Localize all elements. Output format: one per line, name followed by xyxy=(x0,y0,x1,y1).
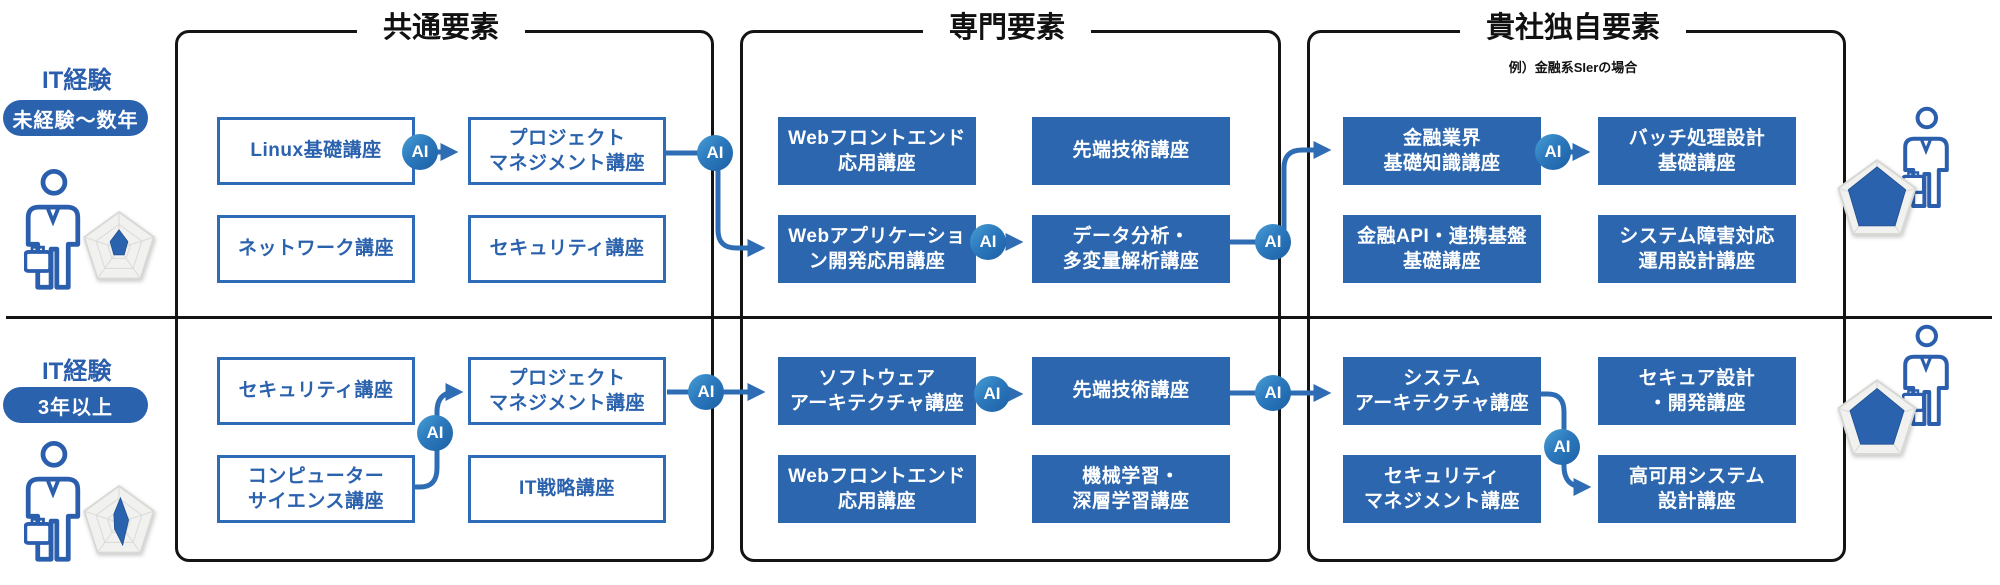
experience-label-experienced: IT経験 xyxy=(42,358,112,385)
ai-badge: AI xyxy=(402,134,438,170)
section-title-company: 貴社独自要素 例）金融系SIerの場合 xyxy=(1459,0,1687,76)
course-box: 高可用システム 設計講座 xyxy=(1598,455,1796,523)
skill-radar-pentagon xyxy=(83,210,155,280)
skill-radar-pentagon xyxy=(1837,379,1917,456)
course-box: ソフトウェア アーキテクチャ講座 xyxy=(778,357,976,425)
course-box: セキュア設計 ・開発講座 xyxy=(1598,357,1796,425)
course-box: 機械学習・ 深層学習講座 xyxy=(1032,455,1230,523)
person-icon xyxy=(24,168,81,290)
section-title-label: 貴社独自要素 xyxy=(1459,0,1687,58)
course-box: IT戦略講座 xyxy=(468,455,666,523)
course-box: Webアプリケーショ ン開発応用講座 xyxy=(778,215,976,283)
course-box: システム障害対応 運用設計講座 xyxy=(1598,215,1796,283)
experience-badge-novice: 未経験〜数年 xyxy=(3,100,148,136)
skill-radar-pentagon xyxy=(1837,159,1917,236)
course-box: プロジェクト マネジメント講座 xyxy=(468,117,666,185)
experience-label-novice: IT経験 xyxy=(42,67,112,94)
section-title-label: 共通要素 xyxy=(356,0,526,58)
ai-badge: AI xyxy=(1255,375,1291,411)
course-box: データ分析・ 多変量解析講座 xyxy=(1032,215,1230,283)
course-box: 先端技術講座 xyxy=(1032,357,1230,425)
course-box: プロジェクト マネジメント講座 xyxy=(468,357,666,425)
section-title-common: 共通要素 xyxy=(356,0,526,58)
course-box: セキュリティ講座 xyxy=(468,215,666,283)
course-box: 金融業界 基礎知識講座 xyxy=(1343,117,1541,185)
ai-badge: AI xyxy=(970,224,1006,260)
ai-badge: AI xyxy=(974,376,1010,412)
course-box: ネットワーク講座 xyxy=(217,215,415,283)
course-box: 先端技術講座 xyxy=(1032,117,1230,185)
course-box: コンピューター サイエンス講座 xyxy=(217,455,415,523)
ai-badge: AI xyxy=(1535,134,1571,170)
ai-badge: AI xyxy=(1255,224,1291,260)
experience-badge-experienced: 3年以上 xyxy=(3,387,148,423)
ai-badge: AI xyxy=(1544,429,1580,465)
course-box: システム アーキテクチャ講座 xyxy=(1343,357,1541,425)
course-box: Webフロントエンド 応用講座 xyxy=(778,455,976,523)
ai-badge: AI xyxy=(417,415,453,451)
section-title-label: 専門要素 xyxy=(922,0,1092,58)
person-icon xyxy=(24,440,81,562)
course-box: 金融API・連携基盤 基礎講座 xyxy=(1343,215,1541,283)
section-title-specialized: 専門要素 xyxy=(922,0,1092,58)
course-box: バッチ処理設計 基礎講座 xyxy=(1598,117,1796,185)
ai-badge: AI xyxy=(697,135,733,171)
ai-badge: AI xyxy=(688,374,724,410)
row-divider xyxy=(6,316,1992,319)
section-subtitle: 例）金融系SIerの場合 xyxy=(1508,60,1638,76)
course-box: セキュリティ マネジメント講座 xyxy=(1343,455,1541,523)
course-box: Webフロントエンド 応用講座 xyxy=(778,117,976,185)
skill-radar-pentagon xyxy=(83,484,155,554)
course-box: セキュリティ講座 xyxy=(217,357,415,425)
course-box: Linux基礎講座 xyxy=(217,117,415,185)
